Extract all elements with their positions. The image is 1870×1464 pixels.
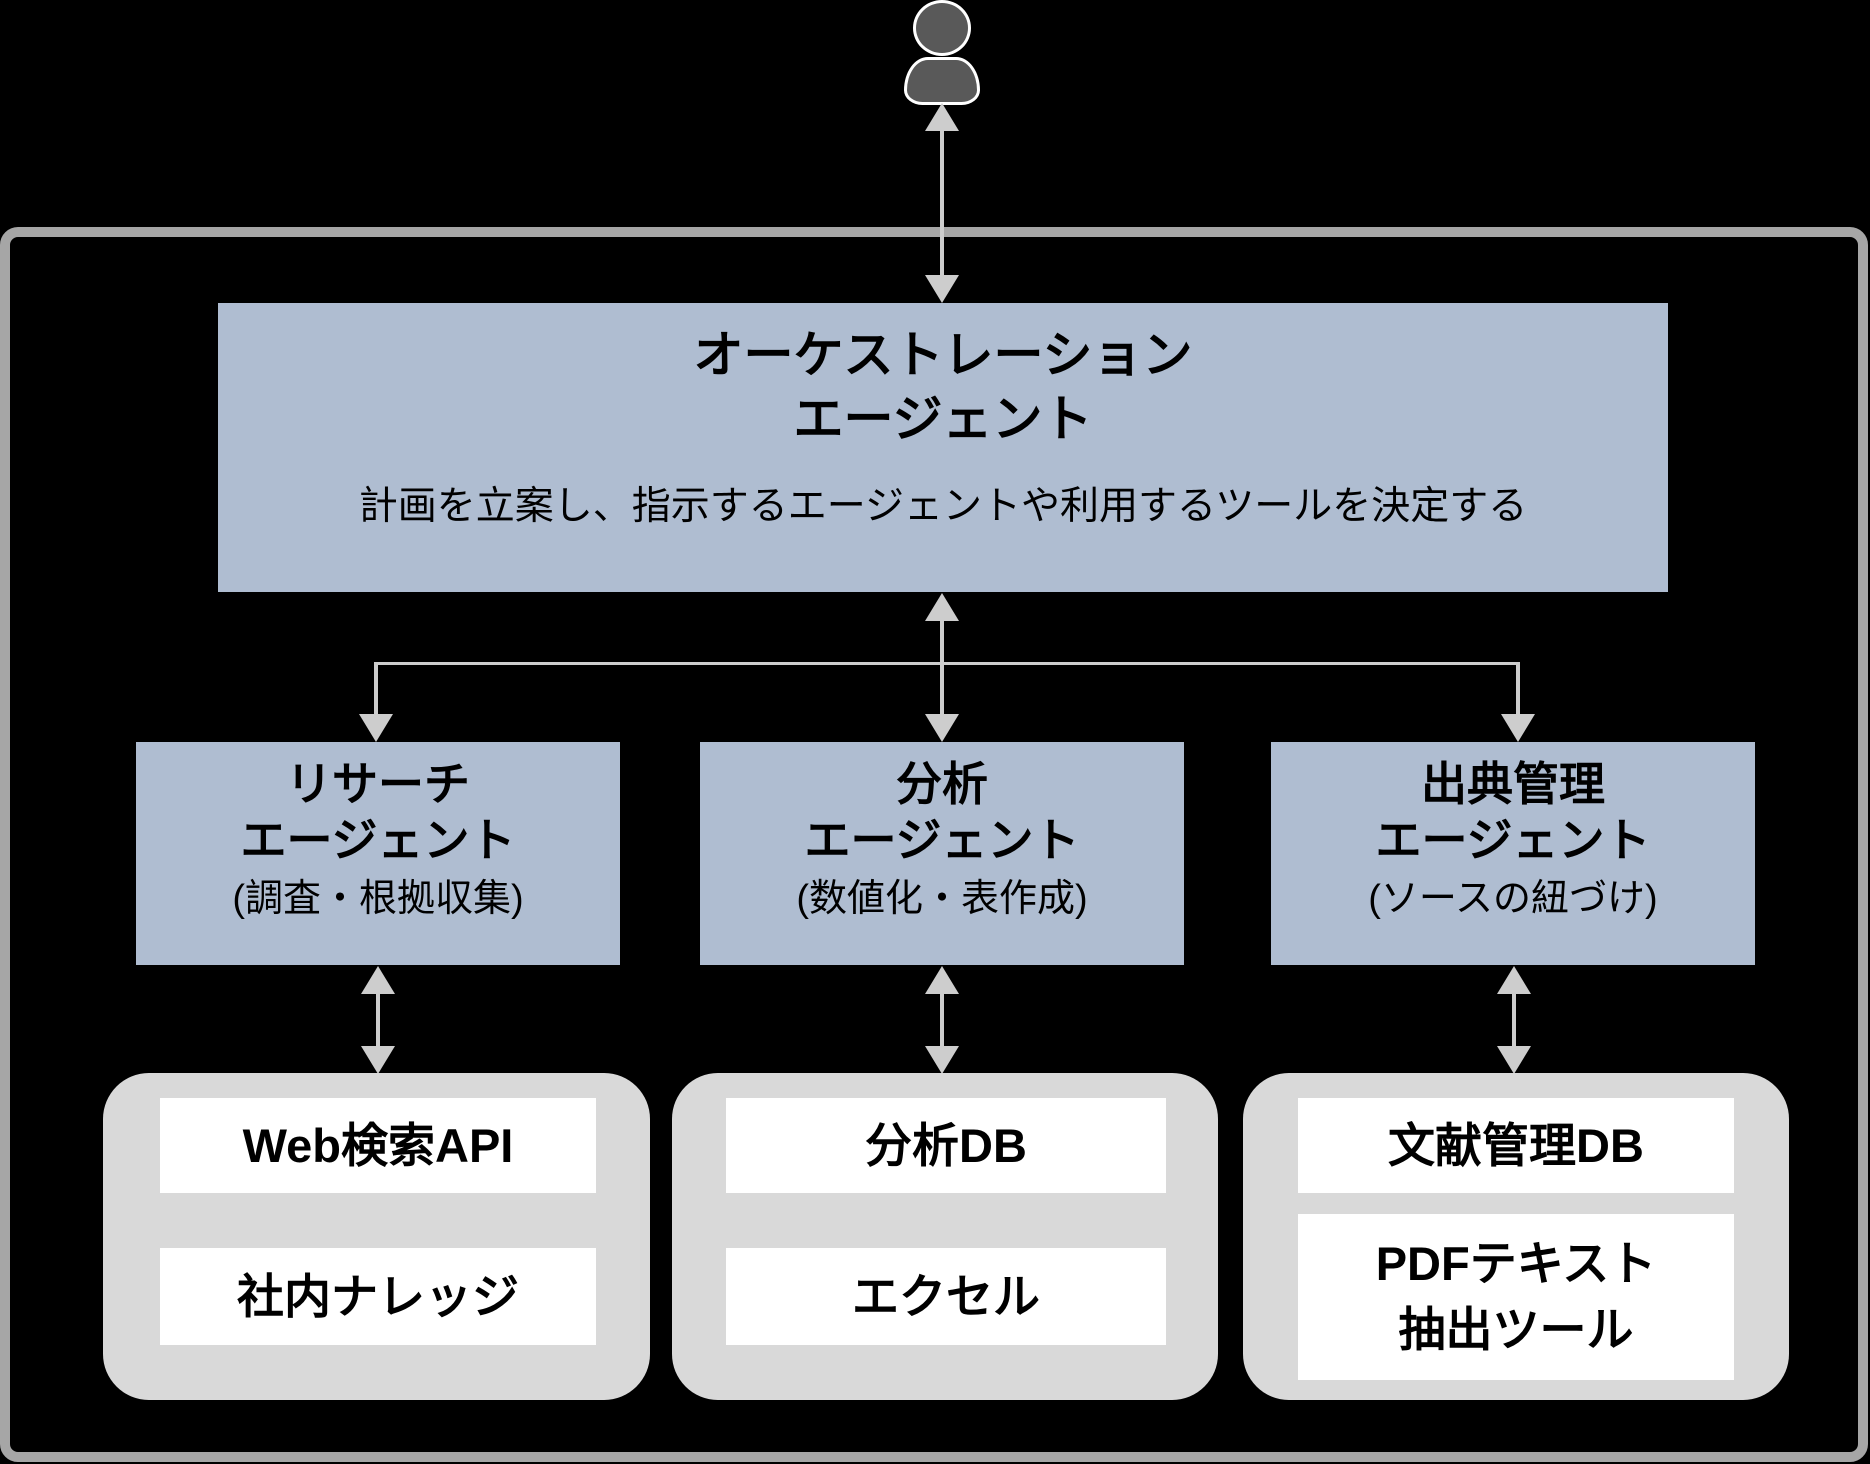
orchestrator-box: オーケストレーション エージェント 計画を立案し、指示するエージェントや利用する… xyxy=(218,303,1668,592)
tool-item-internal-knowledge: 社内ナレッジ xyxy=(160,1248,596,1345)
agent-title-line2: エージェント xyxy=(1375,814,1651,866)
orchestrator-title-line1: オーケストレーション xyxy=(693,327,1193,383)
arrow-up-icon xyxy=(1497,966,1531,994)
arrow-shaft xyxy=(940,128,944,280)
agent-box-source-management: 出典管理 エージェント (ソースの紐づけ) xyxy=(1271,742,1755,965)
person-body-icon xyxy=(904,57,980,105)
orchestrator-title-line2: エージェント xyxy=(793,391,1093,447)
arrow-shaft xyxy=(1512,990,1516,1050)
tool-group-source-management: 文献管理DB PDFテキスト 抽出ツール xyxy=(1243,1073,1789,1400)
arrow-down-icon xyxy=(925,275,959,303)
arrow-up-icon xyxy=(925,966,959,994)
tool-item-analysis-db: 分析DB xyxy=(726,1098,1166,1193)
branch-line xyxy=(376,662,1519,665)
arrow-up-icon xyxy=(361,966,395,994)
tool-item-literature-db: 文献管理DB xyxy=(1298,1098,1734,1193)
branch-drop-left xyxy=(374,662,378,718)
agent-title-line1: 出典管理 xyxy=(1421,758,1605,810)
arrow-up-icon xyxy=(925,593,959,621)
arrow-up-icon xyxy=(925,103,959,131)
tool-group-analysis: 分析DB エクセル xyxy=(672,1073,1218,1400)
arrow-shaft xyxy=(940,990,944,1050)
tool-item-excel: エクセル xyxy=(726,1248,1166,1345)
agent-title-line2: エージェント xyxy=(804,814,1080,866)
branch-drop-right xyxy=(1516,662,1520,718)
arrow-shaft xyxy=(940,617,944,718)
arrow-down-icon xyxy=(359,714,393,742)
arrow-down-icon xyxy=(1501,714,1535,742)
arrow-down-icon xyxy=(361,1046,395,1074)
agent-title-line2: エージェント xyxy=(240,814,516,866)
tool-group-research: Web検索API 社内ナレッジ xyxy=(103,1073,650,1400)
agent-title-line1: リサーチ xyxy=(286,758,470,810)
person-head-icon xyxy=(913,0,971,56)
agent-subtitle: (調査・根拠収集) xyxy=(232,878,524,920)
agent-box-research: リサーチ エージェント (調査・根拠収集) xyxy=(136,742,620,965)
arrow-shaft xyxy=(376,990,380,1050)
arrow-down-icon xyxy=(1497,1046,1531,1074)
arrow-down-icon xyxy=(925,1046,959,1074)
agent-subtitle: (数値化・表作成) xyxy=(796,878,1088,920)
tool-item-web-search-api: Web検索API xyxy=(160,1098,596,1193)
agent-title-line1: 分析 xyxy=(896,758,988,810)
diagram-frame xyxy=(0,227,1868,1462)
arrow-down-icon xyxy=(925,714,959,742)
agent-subtitle: (ソースの紐づけ) xyxy=(1368,878,1658,920)
orchestrator-description: 計画を立案し、指示するエージェントや利用するツールを決定する xyxy=(358,485,1528,528)
tool-item-pdf-text-extract: PDFテキスト 抽出ツール xyxy=(1298,1214,1734,1380)
agent-box-analysis: 分析 エージェント (数値化・表作成) xyxy=(700,742,1184,965)
